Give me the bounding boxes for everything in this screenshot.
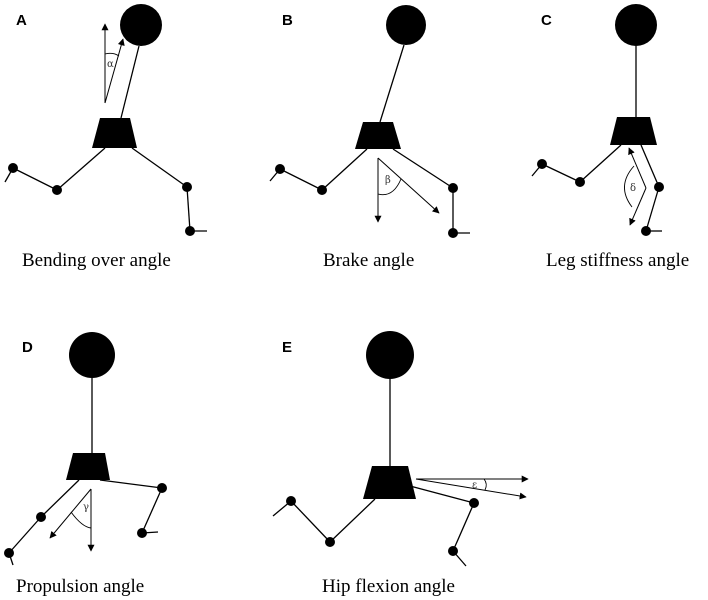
panel-c-angle-symbol: δ — [630, 183, 636, 194]
panel-d-rear-thigh — [40, 479, 80, 518]
panel-d-angle-symbol: γ — [83, 502, 89, 513]
panel-e-angle-symbol: ε — [472, 480, 477, 491]
panel-a-pelvis — [92, 118, 137, 148]
panel-e: E ε Hip flexion angle — [272, 331, 529, 597]
panel-c-caption: Leg stiffness angle — [546, 250, 689, 271]
panel-c-angle-arc — [624, 165, 635, 208]
panel-b-angle-arc — [377, 178, 402, 196]
panel-c-rear-ankle — [537, 159, 547, 169]
panel-c: C δ Leg stiffness angle — [531, 4, 689, 271]
panel-d-front-knee — [157, 483, 167, 493]
panel-b-rear-thigh — [321, 148, 368, 191]
panel-e-letter: E — [282, 339, 292, 356]
panel-a-trunk — [120, 45, 140, 119]
panel-d-head — [69, 332, 115, 378]
panel-a-front-thigh — [131, 147, 188, 188]
panel-a-rear-ankle — [8, 163, 18, 173]
panel-b-rear-ankle — [275, 164, 285, 174]
panel-a-rear-shank — [12, 167, 58, 191]
panel-d-rear-shank — [8, 516, 42, 554]
panel-b-front-knee — [448, 183, 458, 193]
panel-e-thigh-arrow — [415, 478, 527, 500]
panel-a-letter: A — [16, 12, 27, 29]
panel-a-head — [120, 4, 162, 46]
panel-c-pelvis — [610, 117, 657, 145]
panel-b: B β Brake angle — [269, 5, 470, 271]
panel-c-shank-arrow — [629, 187, 647, 226]
panel-e-front-ankle — [448, 546, 458, 556]
panel-d-rear-knee — [36, 512, 46, 522]
panel-d-front-ankle — [137, 528, 147, 538]
panel-d-front-shank — [141, 487, 163, 534]
panel-e-head — [366, 331, 414, 379]
panel-d-front-thigh — [99, 479, 163, 489]
panel-d-caption: Propulsion angle — [16, 576, 144, 597]
panel-b-front-ankle — [448, 228, 458, 238]
panel-a: A α Bending over angle — [4, 4, 207, 271]
panel-d-letter: D — [22, 339, 33, 356]
panel-b-caption: Brake angle — [323, 250, 414, 271]
panel-e-pelvis — [363, 466, 416, 499]
panel-e-front-knee — [469, 498, 479, 508]
panel-c-letter: C — [541, 12, 552, 29]
panel-e-front-shank — [452, 502, 475, 552]
panel-b-angle-symbol: β — [385, 175, 391, 186]
panel-e-rear-ankle — [286, 496, 296, 506]
panel-d: D γ Propulsion angle — [4, 332, 167, 597]
panel-a-angle-symbol: α — [107, 59, 114, 70]
panel-a-front-shank — [186, 186, 191, 232]
panel-a-angle-arc — [104, 52, 120, 57]
panel-e-front-thigh — [409, 485, 475, 504]
panel-d-leg-arrow — [49, 488, 92, 539]
panel-b-trunk — [379, 44, 405, 123]
panel-a-rear-thigh — [56, 147, 106, 191]
panel-c-front-thigh — [640, 144, 660, 188]
panel-b-front-thigh — [392, 148, 454, 189]
panel-c-head — [615, 4, 657, 46]
panel-d-pelvis — [66, 453, 110, 480]
panel-b-rear-shank — [279, 168, 323, 191]
panel-c-rear-thigh — [579, 144, 622, 183]
panel-c-rear-shank — [541, 163, 581, 183]
panel-e-rear-knee — [325, 537, 335, 547]
panel-e-rear-thigh — [329, 498, 376, 543]
panel-a-front-knee — [182, 182, 192, 192]
panel-a-trunk-arrow — [104, 38, 125, 104]
panel-c-front-ankle — [641, 226, 651, 236]
panel-d-angle-arc — [70, 511, 92, 529]
panel-e-angle-arc — [483, 478, 487, 491]
panel-b-pelvis — [355, 122, 401, 149]
panel-c-rear-knee — [575, 177, 585, 187]
panel-b-leg-arrow — [377, 157, 440, 214]
panel-e-caption: Hip flexion angle — [322, 576, 455, 597]
panel-c-front-knee — [654, 182, 664, 192]
panel-a-rear-knee — [52, 185, 62, 195]
panel-d-rear-ankle — [4, 548, 14, 558]
panel-b-head — [386, 5, 426, 45]
panel-a-caption: Bending over angle — [22, 250, 171, 271]
panel-b-rear-knee — [317, 185, 327, 195]
panel-c-front-shank — [645, 186, 660, 232]
panel-b-letter: B — [282, 12, 293, 29]
panel-e-rear-shank — [290, 500, 331, 543]
panel-c-thigh-arrow — [628, 147, 647, 189]
panel-a-front-ankle — [185, 226, 195, 236]
